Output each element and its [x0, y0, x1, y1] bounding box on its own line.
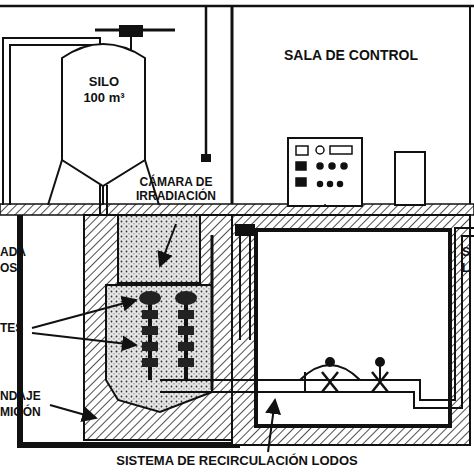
annotation-label: OS — [0, 262, 40, 276]
leader-arrows — [32, 224, 275, 452]
node-label: SILO 100 m³ — [77, 74, 131, 105]
annotation-label: TES — [0, 322, 40, 336]
irradiation-chamber — [20, 215, 240, 445]
control-room: SALA DE CONTROL — [236, 30, 466, 80]
annotation-label: L — [462, 262, 474, 276]
annotation-label: MIGÓN — [0, 406, 50, 420]
recirculation-room — [160, 215, 474, 445]
annotation-label: NDAJE — [0, 390, 50, 404]
node-label: SALA DE CONTROL — [241, 47, 461, 64]
control-panel — [288, 138, 425, 206]
building-structure — [0, 6, 474, 215]
annotation-label: CÁMARA DE IRRADIACIÓN — [126, 176, 226, 204]
annotation-label: ADA — [0, 246, 40, 260]
annotation-label: S — [462, 246, 474, 260]
silo-tank: SILO 100 m³ — [64, 60, 144, 120]
annotation-label: SISTEMA DE RECIRCULACIÓN LODOS — [62, 454, 412, 469]
